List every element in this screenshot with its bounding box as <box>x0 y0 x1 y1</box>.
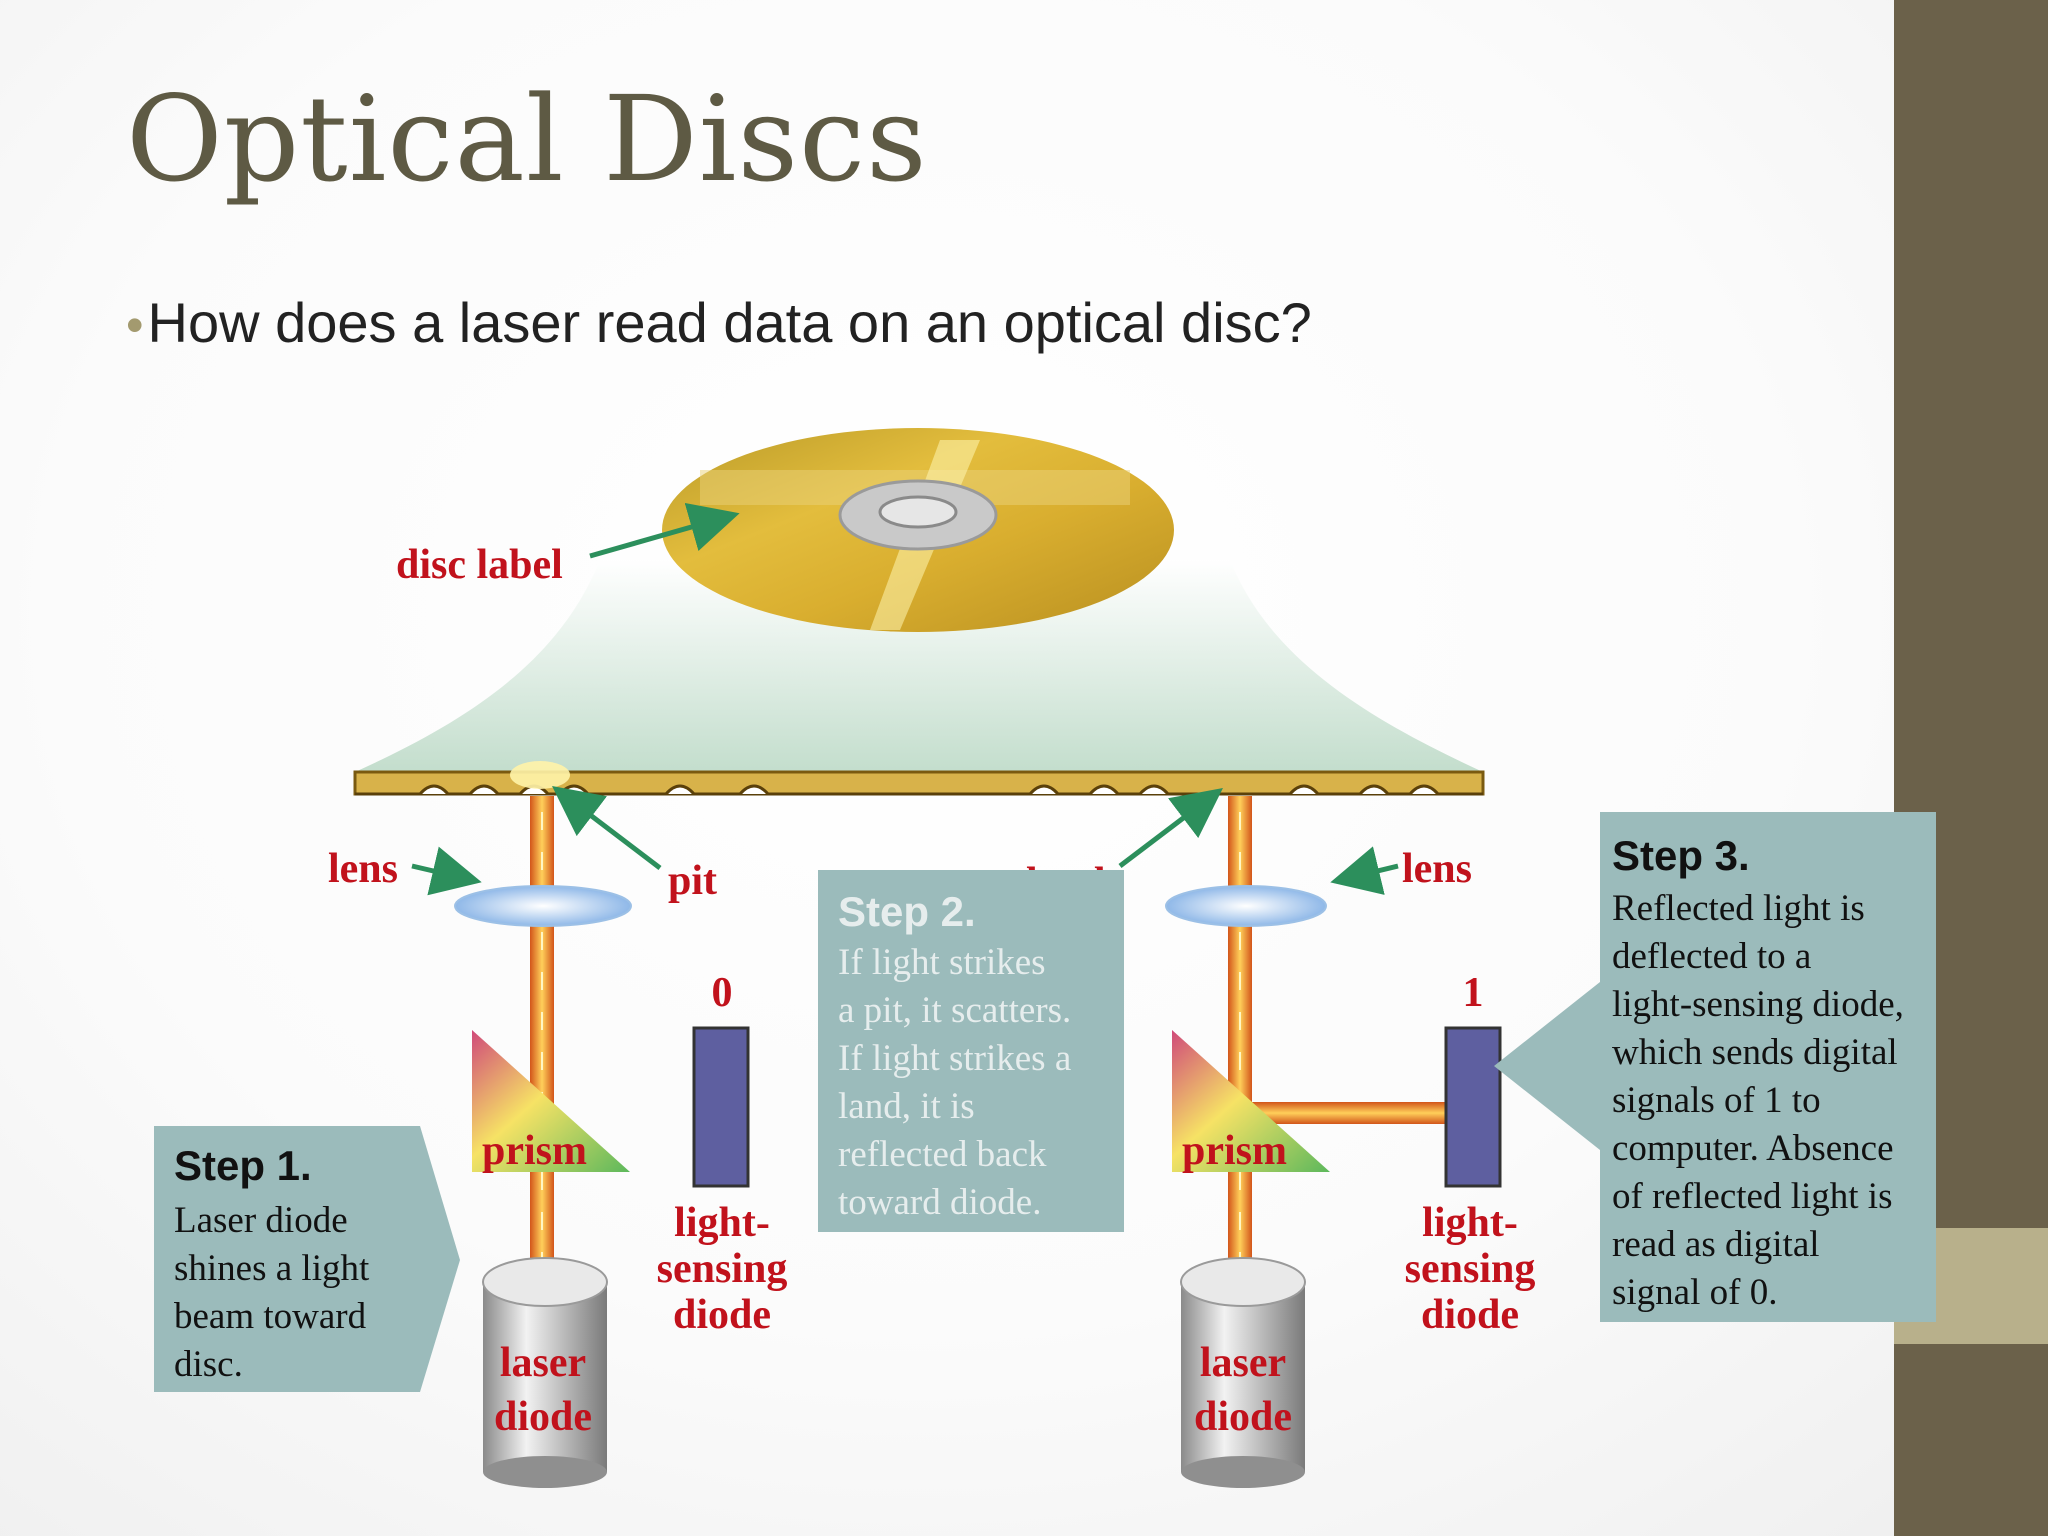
light-cone <box>355 560 1483 772</box>
lens-left-shape <box>454 885 632 927</box>
prism-right-shape <box>1172 1030 1330 1172</box>
step-3-line-4: which sends digital <box>1612 1032 1898 1073</box>
label-signal-0: 0 <box>712 970 733 1016</box>
label-signal-1: 1 <box>1463 970 1484 1016</box>
right-beam <box>1228 796 1468 1270</box>
step-3-line-1: Reflected light is <box>1612 888 1865 929</box>
step-3-title: Step 3. <box>1612 832 1750 879</box>
label-disc-label: disc label <box>396 542 563 588</box>
step-1-line-4: disc. <box>174 1344 243 1385</box>
label-laser-left-line-2: diode <box>494 1394 592 1440</box>
step-1-callout: Step 1. Laser diode shines a light beam … <box>154 1126 460 1392</box>
label-sensor-left-line-3: diode <box>673 1292 771 1338</box>
bullet-dot-icon: • <box>126 297 144 353</box>
prism-left-shape <box>472 1030 630 1172</box>
arrow-lens-left <box>411 846 482 896</box>
step-2-line-6: toward diode. <box>838 1182 1041 1223</box>
step-2-line-3: If light strikes a <box>838 1038 1071 1079</box>
label-laser-right-line-1: laser <box>1200 1340 1286 1386</box>
step-2-title: Step 2. <box>838 888 976 935</box>
bullet-point: •How does a laser read data on an optica… <box>126 290 1312 355</box>
label-sensor-right-line-2: sensing <box>1405 1246 1536 1292</box>
left-beam <box>530 796 554 1270</box>
step-3-line-7: of reflected light is <box>1612 1176 1892 1217</box>
label-laser-left-line-1: laser <box>500 1340 586 1386</box>
label-laser-right-line-2: diode <box>1194 1394 1292 1440</box>
arrow-lens-right <box>1330 846 1399 895</box>
step-2-line-4: land, it is <box>838 1086 975 1127</box>
sensor-left-shape <box>692 1026 750 1188</box>
step-3-line-2: deflected to a <box>1612 936 1811 977</box>
bullet-text: How does a laser read data on an optical… <box>147 291 1312 354</box>
step-2-callout: Step 2. If light strikes a pit, it scatt… <box>818 870 1124 1232</box>
step-2-line-1: If light strikes <box>838 942 1046 983</box>
step-1-line-3: beam toward <box>174 1296 367 1337</box>
step-3-line-9: signal of 0. <box>1612 1272 1777 1313</box>
label-sensor-left-line-1: light- <box>674 1200 770 1246</box>
step-1-title: Step 1. <box>174 1142 312 1189</box>
step-1-line-1: Laser diode <box>174 1200 348 1241</box>
optical-disc <box>662 428 1174 632</box>
step-2-line-5: reflected back <box>838 1134 1047 1175</box>
label-prism-left: prism <box>482 1128 587 1174</box>
step-1-line-2: shines a light <box>174 1248 370 1289</box>
step-3-line-3: light-sensing diode, <box>1612 984 1904 1025</box>
step-3-line-8: read as digital <box>1612 1224 1820 1265</box>
label-lens-left: lens <box>328 846 398 892</box>
arrow-disc-label <box>589 502 740 559</box>
step-3-callout: Step 3. Reflected light is deflected to … <box>1494 812 1936 1322</box>
step-3-line-5: signals of 1 to <box>1612 1080 1821 1121</box>
sensor-right-shape <box>1444 1026 1502 1188</box>
label-sensor-left-line-2: sensing <box>657 1246 788 1292</box>
laser-right-cylinder <box>1180 1257 1306 1488</box>
arrow-land <box>1118 787 1223 868</box>
label-sensor-right-line-3: diode <box>1421 1292 1519 1338</box>
label-sensor-right-line-1: light- <box>1422 1200 1518 1246</box>
lens-right-shape <box>1165 885 1327 927</box>
step-2-line-2: a pit, it scatters. <box>838 990 1071 1031</box>
label-lens-right: lens <box>1402 846 1472 892</box>
slide-title: Optical Discs <box>126 70 928 208</box>
laser-left-cylinder <box>482 1257 608 1488</box>
step-3-line-6: computer. Absence <box>1612 1128 1894 1169</box>
label-prism-right: prism <box>1182 1128 1287 1174</box>
label-pit: pit <box>668 858 717 904</box>
arrow-pit <box>552 785 662 870</box>
